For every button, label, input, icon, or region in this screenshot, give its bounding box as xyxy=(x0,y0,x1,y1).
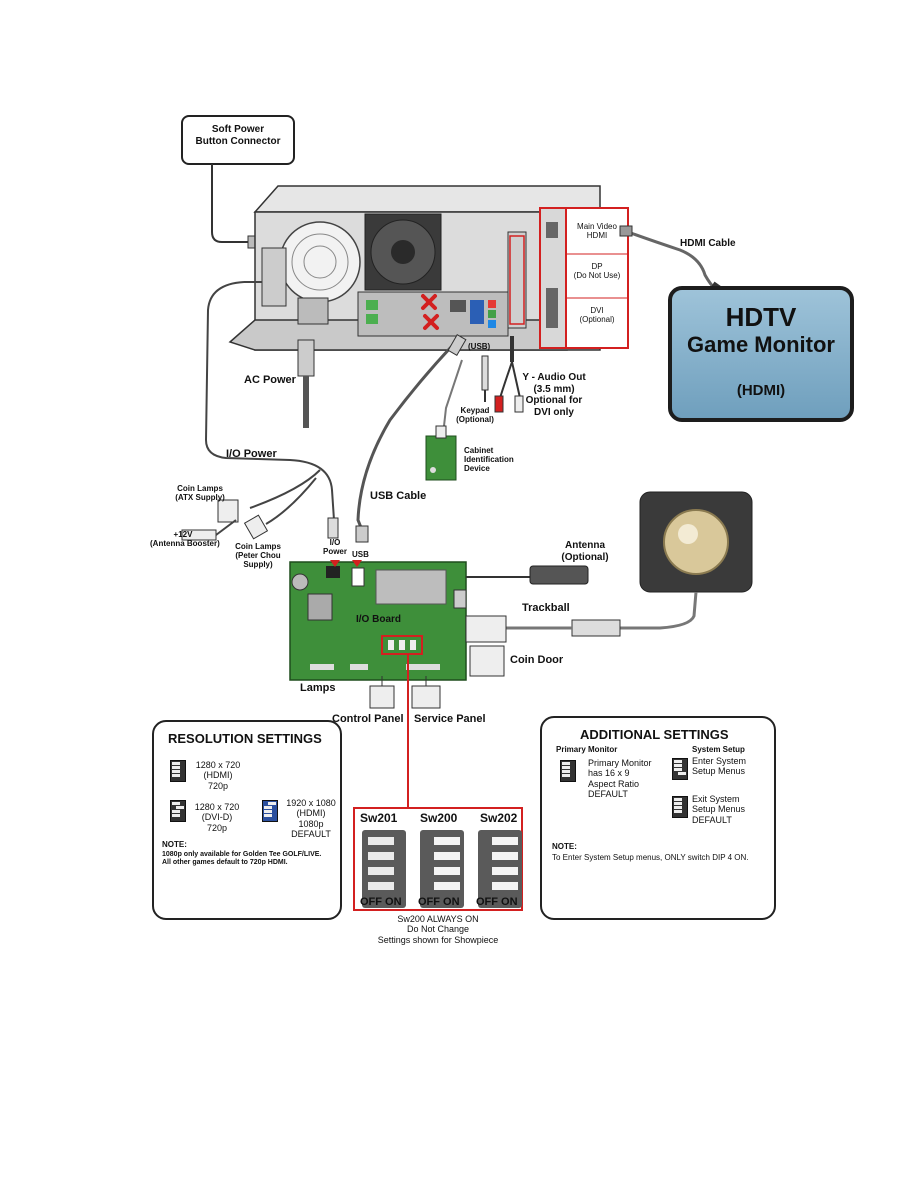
service-panel-label: Service Panel xyxy=(414,713,486,725)
soft-power-box xyxy=(181,115,295,165)
sw200-switch xyxy=(420,830,464,908)
hdmi-cable-label: HDMI Cable xyxy=(680,238,736,249)
coin-lamps-atx-label: Coin Lamps(ATX Supply) xyxy=(175,484,225,503)
monitor-title-1: HDTV xyxy=(725,302,797,332)
sw200-offon: OFF ON xyxy=(418,896,460,908)
additional-note: To Enter System Setup menus, ONLY switch… xyxy=(552,853,749,862)
hdtv-monitor: HDTV Game Monitor (HDMI) xyxy=(668,286,854,422)
dip-720-hdmi xyxy=(170,760,186,782)
dip-720-dvi xyxy=(170,800,186,822)
keypad-label: Keypad(Optional) xyxy=(456,406,494,425)
dip-enter-setup xyxy=(672,758,688,780)
primary-monitor-title: Primary Monitor xyxy=(556,745,618,754)
sw201-title: Sw201 xyxy=(360,811,398,825)
peter-chou-connector xyxy=(243,514,269,540)
usb-cable-label: USB Cable xyxy=(370,490,427,502)
trackball-connector xyxy=(465,615,507,643)
antenna-booster-label: +12V(Antenna Booster) xyxy=(150,530,220,549)
io-power-label: I/O Power xyxy=(226,448,277,460)
sw201-switch xyxy=(362,830,406,908)
lamps-label: Lamps xyxy=(300,682,336,694)
trackball-label: Trackball xyxy=(522,602,570,614)
psu-switch xyxy=(261,247,287,307)
service-panel-connector xyxy=(411,685,441,709)
dip-1080-hdmi xyxy=(262,800,278,822)
keypad-plug xyxy=(481,355,489,391)
cabinet-id-board xyxy=(425,435,457,481)
res-opt1-label: 1280 x 720(HDMI)720p xyxy=(195,760,241,791)
ac-power-label: AC Power xyxy=(244,374,296,386)
hdmi-cable-line xyxy=(627,230,718,292)
coin-door-connector xyxy=(469,645,505,677)
monitor-title-2: Game Monitor xyxy=(687,332,835,357)
sw202-title: Sw202 xyxy=(480,811,518,825)
additional-settings-panel xyxy=(540,716,776,920)
io-power-cable xyxy=(204,281,335,521)
atx-connector xyxy=(217,499,239,523)
res-note: 1080p only available for Golden Tee GOLF… xyxy=(162,851,322,867)
audio-plug xyxy=(510,336,514,362)
additional-note-title: NOTE: xyxy=(552,842,577,851)
res-opt2-label: 1280 x 720(DVI-D)720p xyxy=(194,802,240,833)
dip-primary-monitor xyxy=(560,760,576,782)
dp-label: DP(Do Not Use) xyxy=(573,262,621,281)
antenna-graphic xyxy=(529,565,589,585)
res-note-title: NOTE: xyxy=(162,840,187,849)
pc-chassis xyxy=(228,185,601,351)
dvi-label: DVI(Optional) xyxy=(579,306,615,325)
io-board-label: I/O Board xyxy=(356,614,402,625)
sw202-offon: OFF ON xyxy=(476,896,518,908)
io-board-graphic xyxy=(289,561,467,681)
usb-port-label: (USB) xyxy=(468,342,491,351)
coin-door-label: Coin Door xyxy=(510,654,564,666)
dip-exit-setup xyxy=(672,796,688,818)
sw200-title: Sw200 xyxy=(420,811,458,825)
soft-power-cable xyxy=(211,164,258,243)
usb-cable-line xyxy=(356,344,454,531)
control-panel-connector xyxy=(369,685,395,709)
ac-inlet xyxy=(297,297,329,325)
ac-power-plug xyxy=(297,339,315,377)
sw202-switch xyxy=(478,830,522,908)
monitor-title-3: (HDMI) xyxy=(736,382,786,399)
control-panel-label: Control Panel xyxy=(332,713,404,725)
trackball-ball xyxy=(663,509,729,575)
usb-small-label: USB xyxy=(352,550,369,559)
additional-title: ADDITIONAL SETTINGS xyxy=(580,727,729,742)
sw201-offon: OFF ON xyxy=(360,896,402,908)
system-setup-title: System Setup xyxy=(692,745,745,754)
resolution-title: RESOLUTION SETTINGS xyxy=(168,731,322,746)
video-port-label-box xyxy=(565,207,629,349)
antenna-label: Antenna(Optional) xyxy=(561,540,609,563)
